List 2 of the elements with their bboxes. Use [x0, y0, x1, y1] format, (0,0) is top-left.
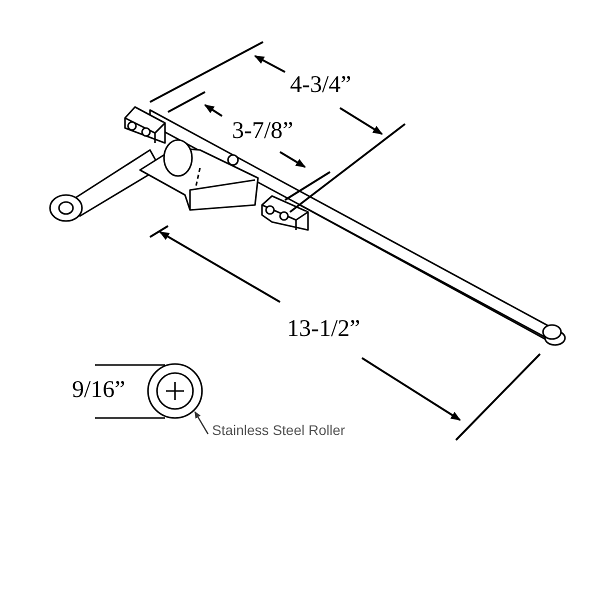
leader-line: [194, 411, 209, 434]
callout-text: Stainless Steel Roller: [212, 422, 352, 439]
